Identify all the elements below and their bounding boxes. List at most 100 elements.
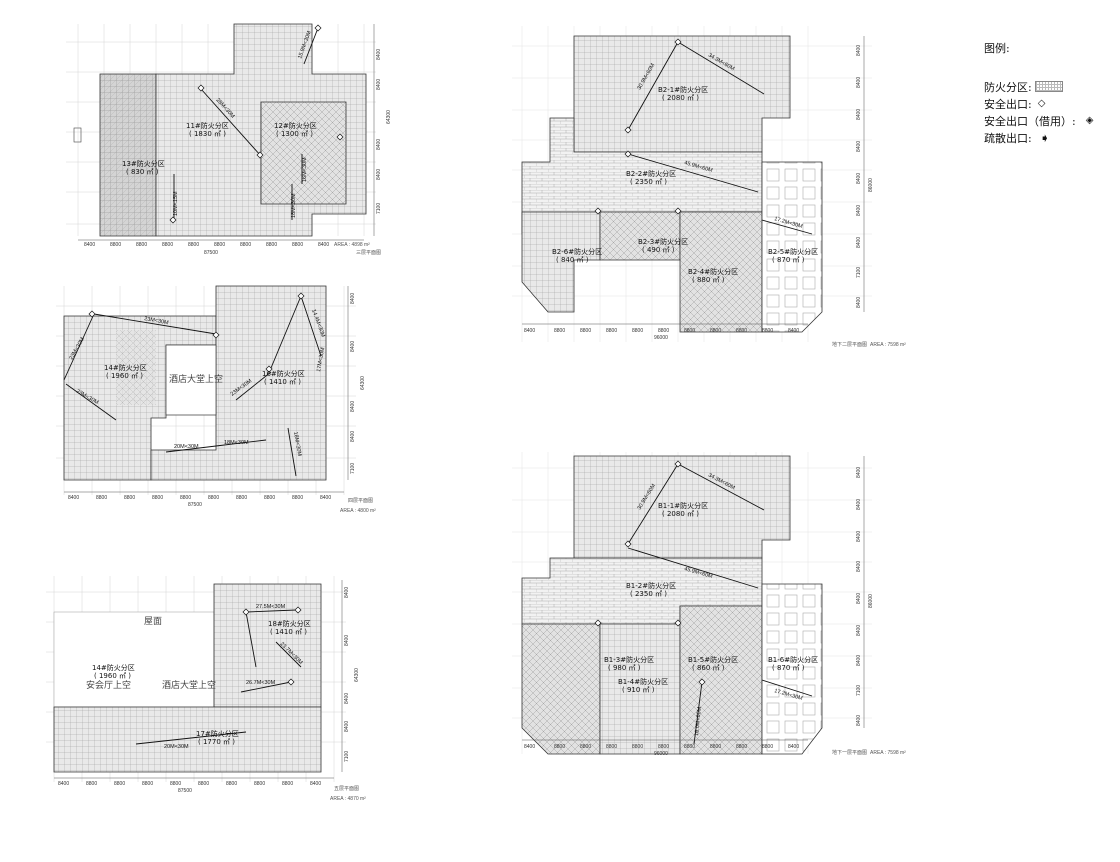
side-dimensions: 8400 8400 8400 8400 7100 64300 bbox=[347, 286, 366, 480]
legend-label: 疏散出口: bbox=[984, 131, 1032, 145]
route-label: 16.0M<60M bbox=[694, 706, 703, 736]
svg-text:8400: 8400 bbox=[350, 341, 356, 352]
svg-text:8800: 8800 bbox=[554, 744, 565, 750]
route-label: 23M<30M bbox=[144, 316, 170, 326]
zone-b1-4-label: B1-4#防火分区 bbox=[618, 677, 668, 686]
svg-text:8400: 8400 bbox=[344, 587, 350, 598]
svg-text:8800: 8800 bbox=[658, 328, 669, 334]
svg-text:8400: 8400 bbox=[856, 141, 862, 152]
side-dimensions: 8400 8400 8400 8400 7100 64300 bbox=[341, 580, 360, 772]
svg-text:8400: 8400 bbox=[310, 781, 321, 787]
svg-text:8800: 8800 bbox=[208, 495, 219, 501]
svg-text:8800: 8800 bbox=[762, 744, 773, 750]
svg-text:8800: 8800 bbox=[180, 495, 191, 501]
floor-plan-level-4: 14#防火分区 ( 1960 ㎡ ) 16#防火分区 ( 1410 ㎡ ) 酒店… bbox=[56, 280, 396, 524]
floor-plan-basement-1: B1-1#防火分区 ( 2080 ㎡ ) B1-2#防火分区 ( 2350 ㎡ … bbox=[512, 448, 952, 784]
fire-zone-18 bbox=[213, 583, 322, 708]
zone-b2-6-label: B2-6#防火分区 bbox=[552, 247, 602, 256]
svg-text:8800: 8800 bbox=[632, 328, 643, 334]
svg-text:8800: 8800 bbox=[254, 781, 265, 787]
route-label: 18M<30M bbox=[291, 193, 297, 218]
svg-text:8800: 8800 bbox=[710, 328, 721, 334]
roof-area bbox=[53, 611, 215, 708]
svg-text:8800: 8800 bbox=[580, 744, 591, 750]
side-dimensions: 8400 8400 8400 8400 8400 8400 8400 7100 … bbox=[856, 36, 874, 312]
svg-text:8400: 8400 bbox=[856, 77, 862, 88]
route-label: 16M<30M bbox=[302, 157, 308, 182]
svg-text:86000: 86000 bbox=[868, 594, 874, 608]
zone-b1-6-area: ( 870 ㎡ ) bbox=[772, 664, 805, 672]
zone-b2-2-area: ( 2350 ㎡ ) bbox=[630, 178, 667, 186]
zone-b2-2-label: B2-2#防火分区 bbox=[626, 169, 676, 178]
area-note: AREA : 4870 m² bbox=[330, 796, 366, 802]
side-dimensions: 8400 8400 8400 8400 8400 8400 8400 7100 … bbox=[856, 456, 874, 728]
svg-text:8800: 8800 bbox=[266, 242, 277, 248]
svg-text:8400: 8400 bbox=[350, 431, 356, 442]
hotel-lobby-void bbox=[165, 344, 217, 416]
svg-text:7100: 7100 bbox=[856, 685, 862, 696]
svg-text:8400: 8400 bbox=[344, 693, 350, 704]
evacuation-routes bbox=[135, 609, 302, 745]
svg-text:8800: 8800 bbox=[214, 242, 225, 248]
safety-exit-markers bbox=[88, 292, 305, 373]
zone-b2-4-area: ( 880 ㎡ ) bbox=[692, 276, 725, 284]
svg-text:8400: 8400 bbox=[788, 328, 799, 334]
svg-text:8400: 8400 bbox=[320, 495, 331, 501]
svg-text:8400: 8400 bbox=[856, 467, 862, 478]
svg-text:8800: 8800 bbox=[762, 328, 773, 334]
safety-exit-markers bbox=[594, 38, 682, 215]
zone-17-area: ( 1770 ㎡ ) bbox=[198, 738, 235, 746]
evacuation-routes bbox=[63, 295, 322, 477]
svg-text:8800: 8800 bbox=[114, 781, 125, 787]
safety-exit-markers bbox=[242, 606, 302, 686]
zone-12-label: 12#防火分区 bbox=[274, 121, 317, 130]
svg-text:8400: 8400 bbox=[58, 781, 69, 787]
dimension-row: 8400 8800 8800 8800 8800 8800 8800 8800 … bbox=[522, 739, 808, 757]
zone-18-label: 18#防火分区 bbox=[268, 619, 311, 628]
svg-text:64300: 64300 bbox=[354, 668, 360, 682]
plan-caption: 四层平面图 bbox=[348, 498, 373, 504]
legend-borrowed-exit: 安全出口（借用）: ◈ bbox=[984, 112, 1104, 129]
svg-text:8400: 8400 bbox=[856, 45, 862, 56]
svg-text:8800: 8800 bbox=[96, 495, 107, 501]
svg-text:8400: 8400 bbox=[856, 297, 862, 308]
svg-text:8800: 8800 bbox=[684, 744, 695, 750]
svg-text:8800: 8800 bbox=[710, 744, 721, 750]
svg-text:7100: 7100 bbox=[344, 751, 350, 762]
area-note: AREA : 7598 m² bbox=[870, 750, 906, 756]
svg-text:8400: 8400 bbox=[376, 79, 382, 90]
zone-b1-3-label: B1-3#防火分区 bbox=[604, 655, 654, 664]
route-label: 18M<30M bbox=[224, 440, 249, 446]
hatched-zone-swatch-icon bbox=[1034, 81, 1063, 92]
legend: 图例: 防火分区: 安全出口: ◇ 安全出口（借用）: ◈ 疏散出口: ➧ bbox=[984, 40, 1104, 146]
zone-11-label: 11#防火分区 bbox=[186, 121, 229, 130]
zone-b2-6-area: ( 840 ㎡ ) bbox=[556, 256, 589, 264]
zone-16-area: ( 1410 ㎡ ) bbox=[264, 378, 301, 386]
fire-zone-16 bbox=[150, 285, 327, 481]
route-label: 20M<30M bbox=[174, 444, 199, 450]
svg-text:8400: 8400 bbox=[856, 173, 862, 184]
plan-caption: 地下一层平面图 bbox=[832, 749, 867, 756]
zone-b1-5-area: ( 860 ㎡ ) bbox=[692, 664, 725, 672]
svg-text:8800: 8800 bbox=[684, 328, 695, 334]
svg-text:8800: 8800 bbox=[736, 744, 747, 750]
svg-text:8400: 8400 bbox=[350, 293, 356, 304]
svg-text:8800: 8800 bbox=[554, 328, 565, 334]
hotel-lobby-label: 酒店大堂上空 bbox=[169, 373, 223, 385]
zone-b2-3-area: ( 490 ㎡ ) bbox=[642, 246, 675, 254]
route-label: 10M<15M bbox=[173, 191, 179, 216]
fire-zone-b2-5 bbox=[761, 161, 823, 333]
plan-caption: 地下二层平面图 bbox=[832, 341, 867, 348]
dimension-row: 8400 8800 8800 8800 8800 8800 8800 8800 … bbox=[64, 491, 344, 508]
svg-text:8800: 8800 bbox=[658, 744, 669, 750]
svg-text:8800: 8800 bbox=[86, 781, 97, 787]
svg-text:8400: 8400 bbox=[376, 139, 382, 150]
svg-text:7100: 7100 bbox=[856, 267, 862, 278]
svg-text:8800: 8800 bbox=[292, 495, 303, 501]
total-dimension: 87500 bbox=[204, 250, 218, 256]
zone-b2-4-label: B2-4#防火分区 bbox=[688, 267, 738, 276]
zone-b2-3-label: B2-3#防火分区 bbox=[638, 237, 688, 246]
svg-text:8400: 8400 bbox=[856, 531, 862, 542]
svg-text:8400: 8400 bbox=[524, 328, 535, 334]
svg-text:8400: 8400 bbox=[856, 237, 862, 248]
